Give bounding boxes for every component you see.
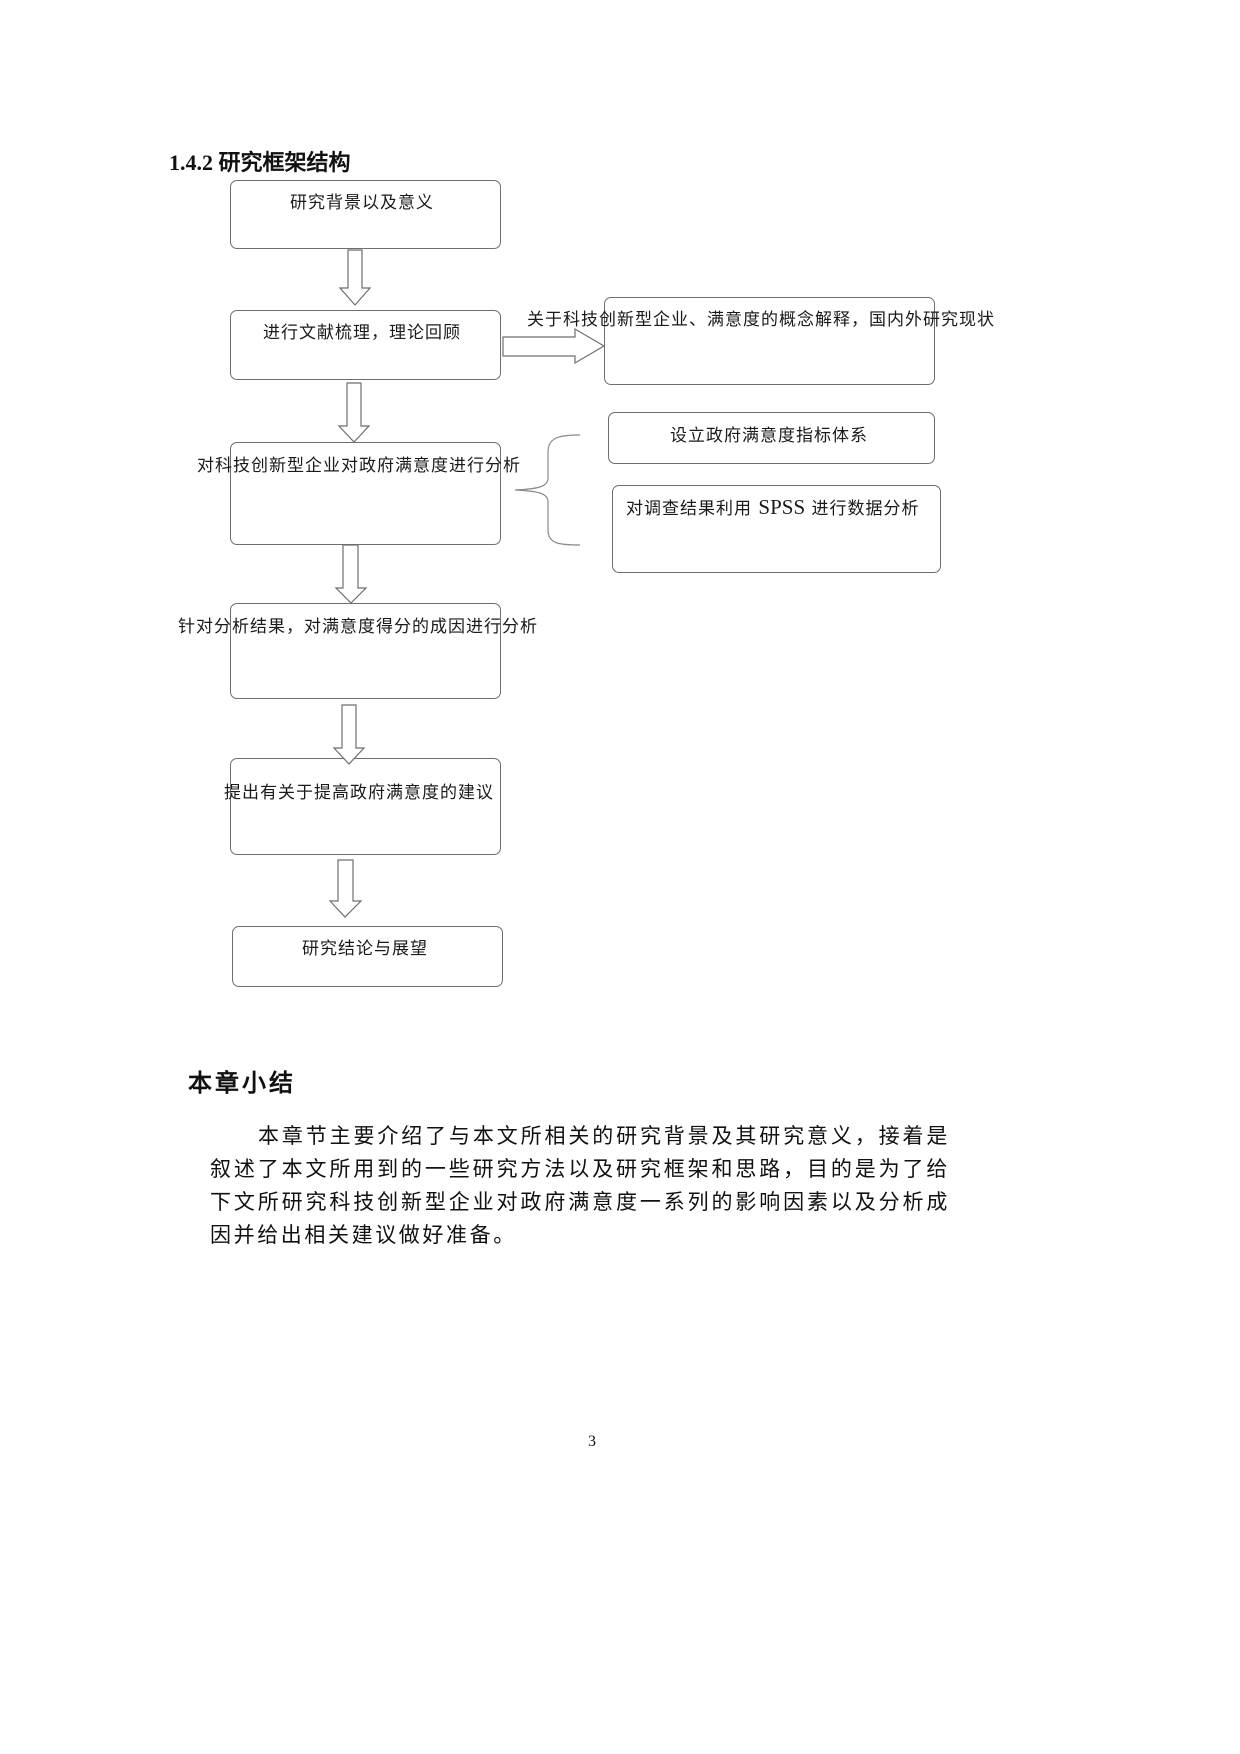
chapter-summary-title: 本章小结 [188,1068,296,1097]
flow-label-conclusion: 研究结论与展望 [302,939,428,959]
flow-label-cause-analysis: 针对分析结果，对满意度得分的成因进行分析 [178,617,538,637]
right-arrow-icon [502,327,606,365]
down-arrow-icon [338,249,372,306]
curly-brace-icon [514,434,581,546]
side-box-index-system [608,412,935,464]
side-label-spss-pre: 对调查结果利用 [626,499,759,519]
side-label-spss-analysis: 对调查结果利用 SPSS 进行数据分析 [626,494,920,520]
side-label-concepts: 关于科技创新型企业、满意度的概念解释，国内外研究现状 [527,310,995,330]
flow-box-suggestions [230,758,501,855]
flow-label-background: 研究背景以及意义 [290,193,434,213]
flow-box-conclusion [232,926,503,987]
chapter-summary-paragraph: 本章节主要介绍了与本文所相关的研究背景及其研究意义，接着是叙述了本文所用到的一些… [210,1124,950,1247]
side-label-spss-latin: SPSS [758,495,806,519]
flow-label-satisfaction-analysis: 对科技创新型企业对政府满意度进行分析 [197,456,521,476]
flowchart-connectors [328,249,606,918]
side-box-spss-analysis [612,485,941,573]
side-label-spss-post: 进行数据分析 [805,499,920,519]
flow-label-literature-review: 进行文献梳理，理论回顾 [263,323,461,343]
down-arrow-icon [337,382,371,443]
side-box-concepts [604,297,935,385]
flow-box-literature-review [230,310,501,380]
flow-box-cause-analysis [230,603,501,699]
flow-box-background [230,180,501,249]
section-heading: 1.4.2 研究框架结构 [169,150,351,175]
flow-box-satisfaction-analysis [230,442,501,545]
down-arrow-icon [334,544,368,604]
side-label-index-system: 设立政府满意度指标体系 [670,426,868,446]
flow-label-suggestions: 提出有关于提高政府满意度的建议 [224,783,494,803]
page-number: 3 [588,1433,596,1450]
down-arrow-icon [328,859,363,918]
down-arrow-icon [332,704,366,765]
